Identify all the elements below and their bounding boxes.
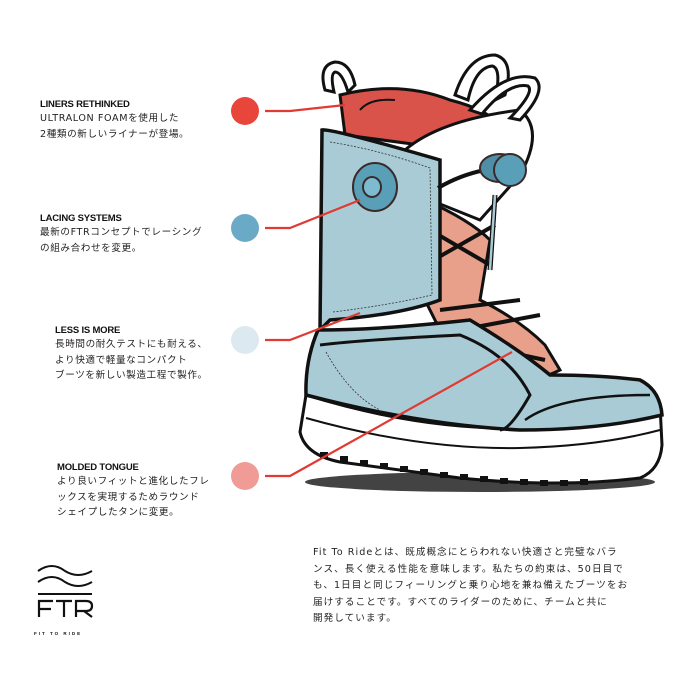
boa-dial-rear	[479, 153, 527, 187]
about-paragraph: Fit To Rideとは、既成概念にとらわれない快適さと完璧なバラ ンス、長く…	[313, 547, 629, 624]
feature-title: LACING SYSTEMS	[40, 213, 122, 224]
logo-subtitle: FIT TO RIDE	[34, 631, 83, 636]
feature-lacing: LACING SYSTEMS 最新のFTRコンセプトでレーシング の組み合わせを…	[40, 213, 202, 256]
feature-description: 最新のFTRコンセプトでレーシング の組み合わせを変更。	[40, 227, 203, 254]
feature-title: LINERS RETHINKED	[40, 99, 130, 110]
tongue-dot-icon	[231, 462, 259, 490]
liners-dot-icon	[231, 97, 259, 125]
ftr-logo-icon	[37, 565, 94, 618]
less-is-more-dot-icon	[231, 326, 259, 354]
boot-shell-shaft	[318, 128, 442, 335]
feature-description: 長時間の耐久テストにも耐える、 より快適で軽量なコンパクト ブーツを新しい製造工…	[55, 339, 208, 381]
feature-description: より良いフィットと進化したフレ ックスを実現するためラウンド シェイプしたタンに…	[57, 476, 210, 518]
feature-description: ULTRALON FOAMを使用した 2種類の新しいライナーが登場。	[40, 113, 190, 140]
leader-line-liners	[265, 103, 346, 113]
lacing-dot-icon	[231, 214, 259, 242]
feature-tongue: MOLDED TONGUE より良いフィットと進化したフレ ックスを実現するため…	[57, 462, 210, 521]
feature-liners: LINERS RETHINKED ULTRALON FOAMを使用した 2種類の…	[40, 99, 189, 142]
leader-line-lacing	[265, 198, 361, 230]
leader-line-less	[265, 311, 361, 342]
boa-dial-side	[352, 162, 398, 212]
feature-title: MOLDED TONGUE	[57, 462, 139, 473]
leader-line-tongue	[265, 351, 513, 478]
feature-less-is-more: LESS IS MORE 長時間の耐久テストにも耐える、 より快適で軽量なコンパ…	[55, 325, 208, 384]
feature-title: LESS IS MORE	[55, 325, 121, 336]
